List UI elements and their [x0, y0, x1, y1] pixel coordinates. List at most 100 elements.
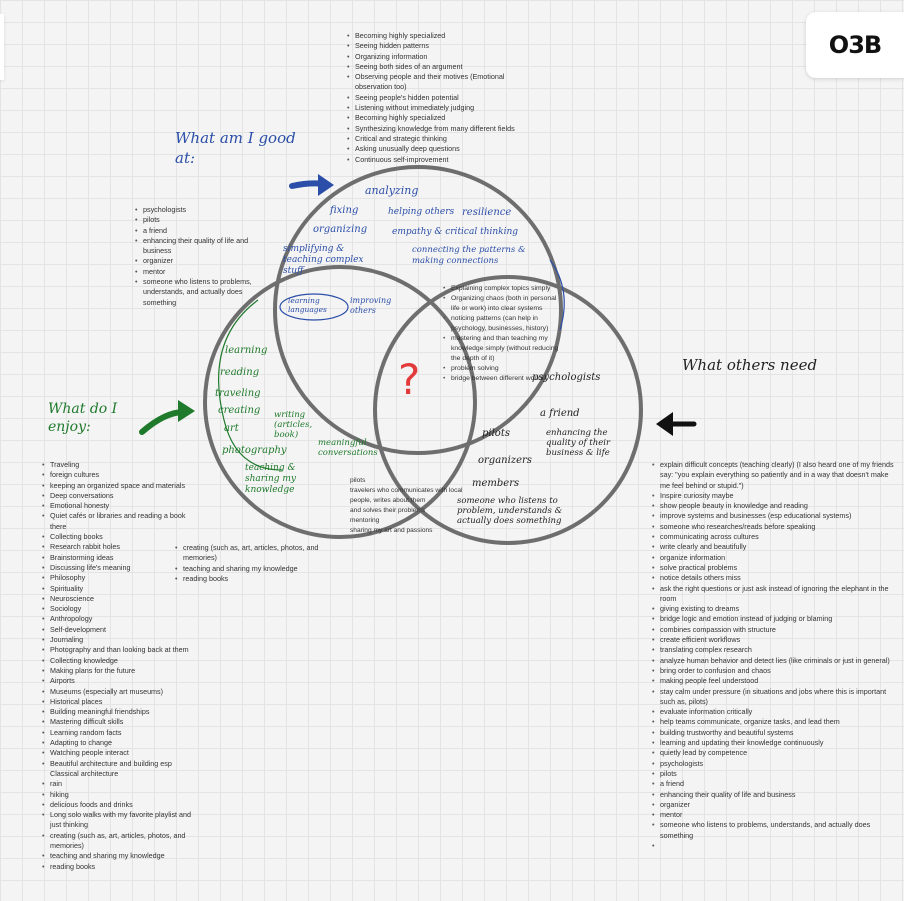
circle-others-need — [373, 275, 643, 545]
hand-note: reading — [220, 367, 260, 378]
enjoy-title: What do I enjoy: — [48, 401, 118, 435]
hand-note: empathy & critical thinking — [392, 227, 519, 237]
list-item: teaching and sharing my knowledge — [40, 851, 200, 862]
list-item: Synthesizing knowledge from many differe… — [345, 124, 535, 135]
list-item: evaluate information critically — [650, 707, 894, 718]
list-item: organizer — [133, 256, 263, 267]
list-item: a friend — [133, 226, 263, 237]
list-item: Building meaningful friendships — [40, 707, 200, 718]
list-item: mentor — [133, 267, 263, 278]
hand-note: teaching & sharing my knowledge — [245, 463, 296, 495]
list-item: psychologists — [650, 759, 894, 770]
list-item: Quiet cafés or libraries and reading a b… — [40, 511, 200, 532]
overlap-line: mentoring — [350, 517, 380, 524]
list-item: communicating across cultures — [650, 532, 894, 543]
app-logo-button[interactable]: O3B — [806, 12, 904, 78]
list-item: improve systems and businesses (esp educ… — [650, 511, 894, 522]
list-item: Airports — [40, 676, 200, 687]
list-item: making people feel understood — [650, 676, 894, 687]
hand-note: improving others — [350, 296, 392, 315]
list-item: help teams communicate, organize tasks, … — [650, 717, 894, 728]
hand-note: writing (articles, book) — [274, 410, 313, 440]
hand-note: someone who listens to problem, understa… — [457, 496, 563, 526]
list-item: someone who listens to problems, underst… — [650, 820, 894, 841]
list-item: Seeing people's hidden potential — [345, 93, 535, 104]
list-item: Continuous self-improvement — [345, 155, 535, 166]
hand-note: photography — [222, 445, 287, 456]
list-item: Making plans for the future — [40, 666, 200, 677]
list-item: Journaling — [40, 635, 200, 646]
canvas-left-panel — [0, 14, 4, 80]
arrow-need-head — [656, 412, 673, 436]
enjoy-list: Traveling foreign cultures keeping an or… — [40, 460, 200, 872]
hand-note: creating — [218, 405, 261, 416]
list-item: creating (such as, art, articles, photos… — [40, 831, 200, 852]
list-item: Adapting to change — [40, 738, 200, 749]
list-item: bridge logic and emotion instead of judg… — [650, 614, 894, 625]
list-item: write clearly and beautifully — [650, 542, 894, 553]
list-item: someone who listens to problems, underst… — [133, 277, 263, 308]
list-item: Philosophy — [40, 573, 200, 584]
list-item: mastering and than teaching my knowledge… — [441, 334, 566, 364]
list-item: Watching people interact — [40, 748, 200, 759]
list-item: Brainstorming ideas — [40, 553, 200, 564]
overlap-line: pilots — [350, 477, 366, 484]
list-item: a friend — [650, 779, 894, 790]
hand-note: a friend — [540, 408, 580, 419]
list-item: Seeing both sides of an argument — [345, 62, 535, 73]
overlap-line: and solves their problems — [350, 507, 426, 514]
list-item: combines compassion with structure — [650, 625, 894, 636]
list-item: reading books — [173, 574, 333, 585]
center-question-mark: ? — [398, 355, 421, 404]
list-item: ask the right questions or just ask inst… — [650, 584, 894, 605]
list-item: Sociology — [40, 604, 200, 615]
list-item: organize information — [650, 553, 894, 564]
list-item: Photography and than looking back at the… — [40, 645, 200, 656]
list-item: analyze human behavior and detect lies (… — [650, 656, 894, 667]
list-item: Collecting books — [40, 532, 200, 543]
list-item: bring order to confusion and chaos — [650, 666, 894, 677]
bracket-green — [218, 299, 283, 471]
list-item: Self-development — [40, 625, 200, 636]
hand-note: fixing — [330, 205, 359, 216]
list-item: learning and updating their knowledge co… — [650, 738, 894, 749]
others-need-list: explain difficult concepts (teaching cle… — [650, 460, 894, 851]
list-item: Organizing chaos (both in personal life … — [441, 294, 566, 314]
list-item: Critical and strategic thinking — [345, 134, 535, 145]
list-item: teaching and sharing my knowledge — [173, 564, 333, 575]
list-item: Collecting knowledge — [40, 656, 200, 667]
list-item: pilots — [133, 215, 263, 226]
hand-note: simplifying & teaching complex stuff — [283, 244, 364, 276]
top-skills-list: Becoming highly specialized Seeing hidde… — [345, 31, 535, 165]
overlap-good-need-list: Explaining complex topics simply Organiz… — [441, 284, 566, 384]
arrow-enjoy-head — [178, 400, 195, 422]
list-item: noticing patterns (can help in psycholog… — [441, 314, 566, 334]
list-item: someone who researches/reads before spea… — [650, 522, 894, 533]
logo-text: O3B — [828, 31, 882, 59]
hand-note: traveling — [215, 388, 261, 399]
list-item: notice details others miss — [650, 573, 894, 584]
enjoy-small-list: creating (such as, art, articles, photos… — [173, 543, 333, 584]
list-item: translating complex research — [650, 645, 894, 656]
list-item: Becoming highly specialized — [345, 113, 535, 124]
hand-note: enhancing the quality of their business … — [546, 428, 611, 458]
hand-note: psychologists — [532, 372, 601, 383]
list-item: mentor — [650, 810, 894, 821]
list-item: Historical places — [40, 697, 200, 708]
list-item: explain difficult concepts (teaching cle… — [650, 460, 894, 491]
arrow-good-at-head — [318, 174, 334, 196]
list-item: Listening without immediately judging — [345, 103, 535, 114]
list-item: enhancing their quality of life and busi… — [133, 236, 263, 257]
hand-note: members — [472, 478, 520, 489]
hand-note: connecting the patterns & making connect… — [412, 245, 526, 266]
list-item: Asking unusually deep questions — [345, 144, 535, 155]
list-item: foreign cultures — [40, 470, 200, 481]
list-item: Mastering difficult skills — [40, 717, 200, 728]
list-item: giving existing to dreams — [650, 604, 894, 615]
language-highlight — [279, 293, 349, 321]
circle-enjoy — [203, 265, 477, 539]
list-item: Neuroscience — [40, 594, 200, 605]
list-item: pilots — [650, 769, 894, 780]
list-item: Discussing life's meaning — [40, 563, 200, 574]
list-item: Museums (especially art museums) — [40, 687, 200, 698]
